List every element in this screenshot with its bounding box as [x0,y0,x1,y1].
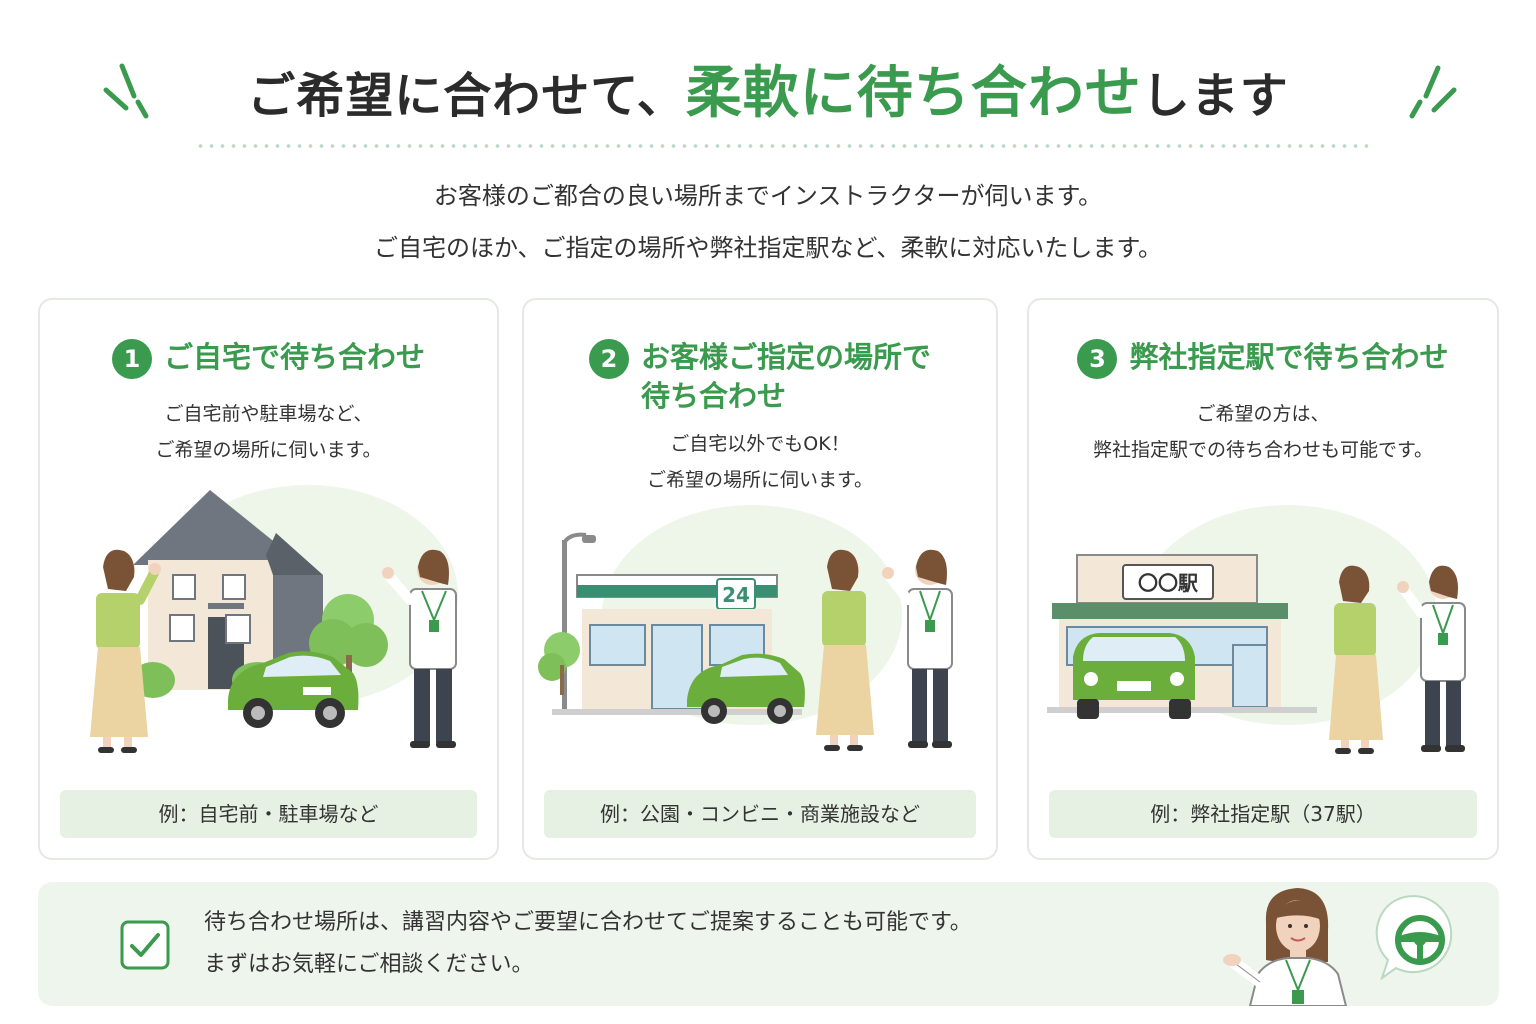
store-sign-number: 24 [722,583,750,607]
example-label: 例：自宅前・駐車場など [60,790,477,838]
step-number-badge: 1 [111,339,152,379]
example-label: 例：公園・コンビニ・商業施設など [544,790,976,838]
home-meeting-illustration [90,485,458,753]
card-header: 2 お客様ご指定の場所で 待ち合わせ [524,338,996,416]
card-header: 1 ご自宅で待ち合わせ [40,338,497,379]
header: ご希望に合わせて、柔軟に待ち合わせします [0,40,1536,150]
step-number-badge: 3 [1077,339,1118,379]
convenience-store-meeting-illustration: 24 [538,505,953,751]
card-description: ご希望の方は、 弊社指定駅での待ち合わせも可能です。 [1092,403,1434,461]
note-line: 待ち合わせ場所は、講習内容やご要望に合わせてご提案することも可能です。 [204,910,972,935]
station-sign: 〇〇駅 [1138,571,1198,595]
dotted-divider [195,144,1370,148]
page-title: ご希望に合わせて、柔軟に待ち合わせします [247,61,1289,126]
card-description: ご自宅前や駐車場など、 ご希望の場所に伺います。 [155,403,382,461]
step-number-badge: 2 [588,339,629,379]
check-icon [120,920,170,970]
lead-line: ご自宅のほか、ご指定の場所や弊社指定駅など、柔軟に対応いたします。 [374,234,1162,262]
steering-wheel-icon [1375,895,1453,981]
card-home: 1 ご自宅で待ち合わせ ご自宅前や駐車場など、 ご希望の場所に伺います。 [38,298,499,860]
card-title: ご自宅で待ち合わせ [163,340,425,374]
note-text: 待ち合わせ場所は、講習内容やご要望に合わせてご提案することも可能です。 まずはお… [204,902,972,986]
card-custom-location: 2 お客様ご指定の場所で 待ち合わせ ご自宅以外でもOK！ ご希望の場所に伺いま… [522,298,998,860]
note-line: まずはお気軽にご相談ください。 [204,952,534,977]
lead-text: お客様のご都合の良い場所までインストラクターが伺います。 ご自宅のほか、ご指定の… [0,170,1536,274]
card-description: ご自宅以外でもOK！ ご希望の場所に伺います。 [646,433,874,491]
card-header: 3 弊社指定駅で待ち合わせ [1029,338,1497,379]
consultation-note: 待ち合わせ場所は、講習内容やご要望に合わせてご提案することも可能です。 まずはお… [38,882,1499,1006]
sparkle-icon [103,63,149,119]
sparkle-icon [1409,65,1457,119]
station-meeting-illustration: 〇〇駅 [1047,505,1466,754]
example-label: 例：弊社指定駅（37駅） [1049,790,1477,838]
instructor-illustration [1223,888,1453,1006]
card-title: 弊社指定駅で待ち合わせ [1129,340,1449,374]
card-title: お客様ご指定の場所で 待ち合わせ [640,340,931,413]
lead-line: お客様のご都合の良い場所までインストラクターが伺います。 [433,182,1103,210]
card-station: 3 弊社指定駅で待ち合わせ ご希望の方は、 弊社指定駅での待ち合わせも可能です。… [1027,298,1499,860]
